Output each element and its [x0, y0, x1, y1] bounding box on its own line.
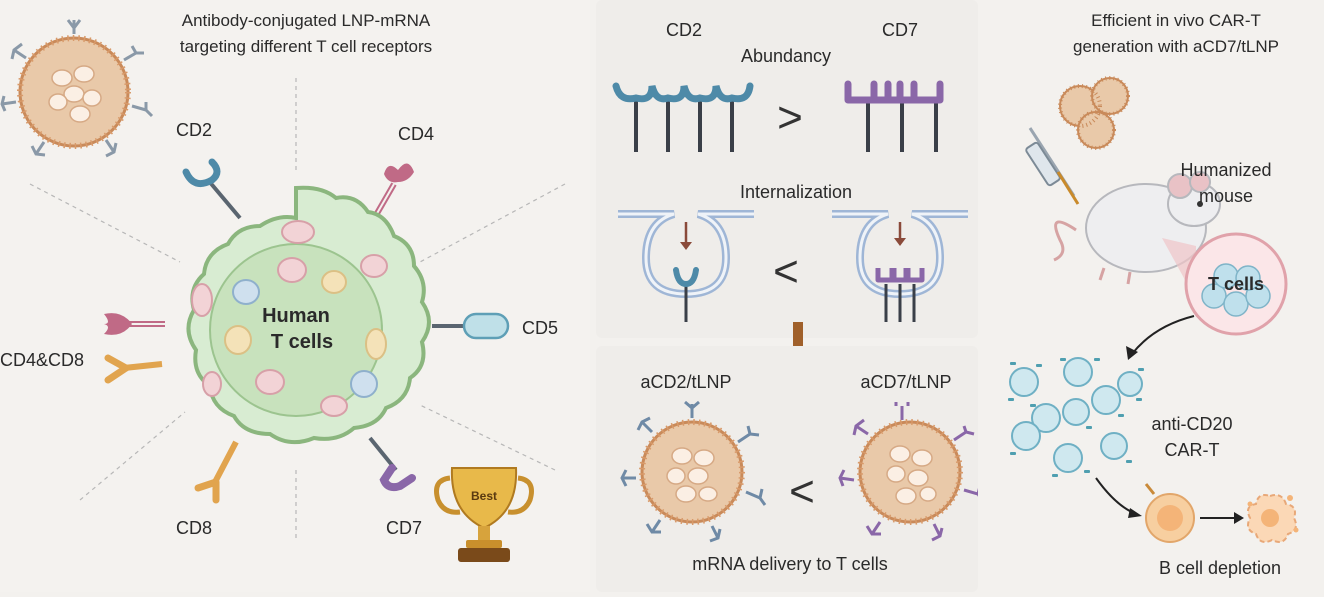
cart-label-line2: CAR-T: [1165, 440, 1220, 460]
panel-abundancy-internalization: CD2 CD7 Abundancy >: [596, 0, 978, 338]
arrow-to-cart: [1126, 346, 1138, 360]
panel-in-vivo-car-t: Efficient in vivo CAR-T generation with …: [986, 0, 1324, 592]
depletion-label: B cell depletion: [1159, 558, 1281, 578]
car-t-cluster: [1008, 357, 1144, 477]
mouse-label-line2: mouse: [1199, 186, 1253, 206]
endocytosis-cd2: [618, 210, 754, 322]
label-cd8: CD8: [176, 518, 212, 538]
t-cells-magnifier: [1184, 232, 1288, 336]
acd2-label: aCD2/tLNP: [640, 372, 731, 392]
depleted-b-cell: [1247, 494, 1299, 543]
receptor-cd2: [182, 158, 242, 220]
arrow-to-bcell: [1128, 508, 1142, 518]
panel3-svg: Efficient in vivo CAR-T generation with …: [1008, 11, 1299, 578]
panel2b-svg: aCD2/tLNP aCD7/tLNP: [620, 372, 984, 574]
panel-receptor-targeting: Antibody-conjugated LNP-mRNA targeting d…: [0, 0, 590, 592]
cd2-label: CD2: [666, 20, 702, 40]
receptor-cd7: [368, 436, 416, 492]
receptor-cd8: [194, 440, 239, 504]
cart-label-line1: anti-CD20: [1151, 414, 1232, 434]
less-symbol-2: <: [789, 467, 815, 516]
greater-symbol: >: [777, 93, 803, 142]
internalization-label: Internalization: [740, 182, 852, 202]
lnp-acd2: [620, 400, 767, 543]
b-cell: [1144, 483, 1195, 543]
lnp-acd7: [838, 402, 984, 542]
label-cd2: CD2: [176, 120, 212, 140]
lnp-particle: [0, 19, 154, 158]
cell-label-line1: Human: [262, 305, 330, 327]
receptor-cd4-cd8-orange: [104, 354, 163, 384]
receptor-cd4-cd8-pink: [104, 313, 165, 335]
cell-label-line2: T cells: [271, 331, 333, 353]
acd7-label: aCD7/tLNP: [860, 372, 951, 392]
panel-mrna-delivery: aCD2/tLNP aCD7/tLNP: [596, 346, 984, 592]
human-t-cell: [186, 185, 431, 445]
trophy-label: Best: [471, 489, 497, 503]
tcells-label: T cells: [1208, 274, 1264, 294]
cd7-receptor-row: [844, 80, 944, 152]
panel1-svg: Antibody-conjugated LNP-mRNA targeting d…: [0, 11, 566, 562]
less-symbol-1: <: [773, 247, 799, 296]
label-cd5: CD5: [522, 318, 558, 338]
panel3-title-line1: Efficient in vivo CAR-T: [1091, 11, 1261, 30]
cd2-receptor-row: [612, 82, 754, 152]
panel3-title-line2: generation with aCD7/tLNP: [1073, 37, 1279, 56]
dashed-dividers: [29, 78, 566, 540]
receptor-cd5: [432, 312, 510, 340]
trophy-icon: [434, 467, 534, 562]
abundancy-label: Abundancy: [741, 46, 831, 66]
delivery-label: mRNA delivery to T cells: [692, 554, 887, 574]
mouse-label-line1: Humanized: [1180, 160, 1271, 180]
lnp-cluster: [1058, 76, 1130, 150]
endocytosis-cd7: [832, 210, 968, 322]
panel1-title-line2: targeting different T cell receptors: [180, 37, 432, 56]
label-cd7: CD7: [386, 518, 422, 538]
syringe-icon: [1025, 127, 1080, 205]
panel1-title-line1: Antibody-conjugated LNP-mRNA: [182, 11, 431, 30]
panel2a-svg: CD2 CD7 Abundancy >: [612, 20, 968, 322]
label-cd4-cd8: CD4&CD8: [0, 350, 84, 370]
label-cd4: CD4: [398, 124, 434, 144]
cd7-label: CD7: [882, 20, 918, 40]
